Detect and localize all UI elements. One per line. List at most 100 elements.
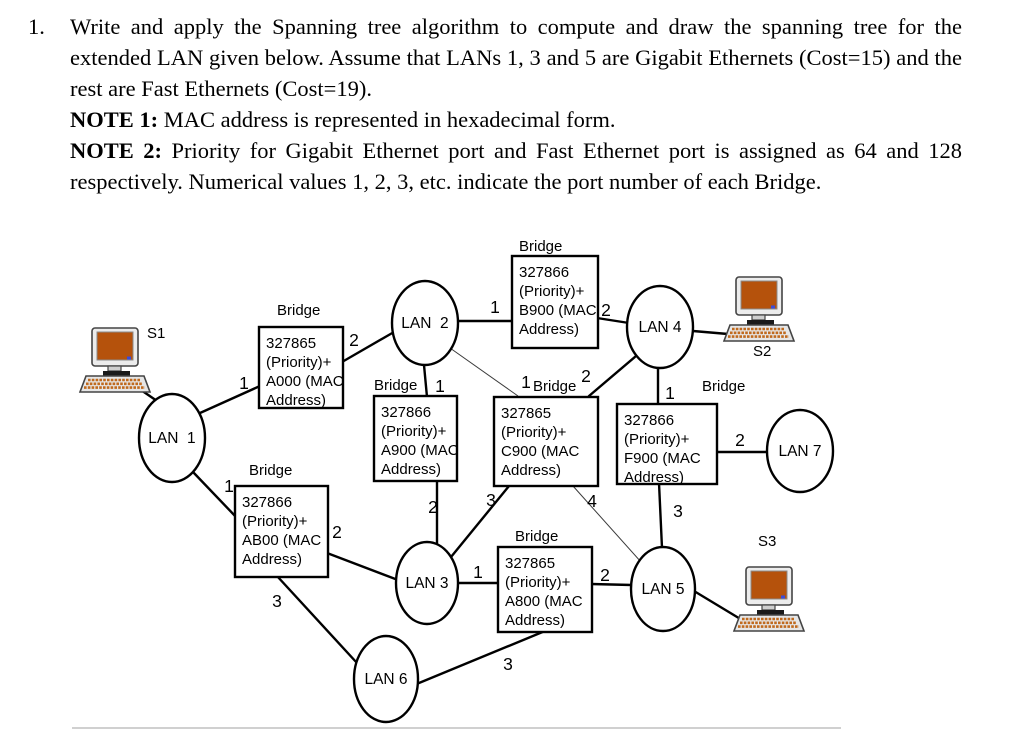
bridge-b900: Bridge 327866 (Priority)+ B900 (MAC Addr… [490,238,611,350]
station-label-s1: S1 [147,325,165,342]
port-label: 2 [332,522,342,542]
bridge-text-line: (Priority)+ [242,513,308,530]
port-label: 1 [224,476,234,496]
lan-ellipse-1 [137,392,207,484]
bridge-text-line: (Priority)+ [501,424,567,441]
lan-label: LAN 4 [638,319,681,336]
bridge-box [233,484,330,579]
lan-ellipse-4 [625,284,695,370]
port-label: 3 [272,591,282,611]
port-label: 2 [600,565,610,585]
bridge-box [372,394,459,483]
question-block: 1. Write and apply the Spanning tree alg… [28,11,962,197]
note-1-label: NOTE 1: [70,107,159,132]
bridge-text-line: A800 (MAC [505,593,583,610]
bridge-caption: Bridge [249,462,292,479]
bridge-f900: Bridge 327866 (Priority)+ F900 (MAC Addr… [615,378,745,521]
bridge-box [257,325,345,410]
computer-icon-s1 [78,326,152,394]
bridge-text-line: Address) [624,469,684,486]
connection-bridgeC900-p2-lan4 [587,354,638,398]
port-label: 1 [473,562,483,582]
connection-lan4-s2 [691,329,730,336]
computer-icon-s2 [722,275,796,343]
note-1: NOTE 1: MAC address is represented in he… [70,104,962,135]
bridge-box [615,402,719,486]
connection-bridgeC900-p4-lan5 [572,485,642,563]
bridge-box [492,395,600,488]
lan-label: LAN 1 [148,430,195,447]
bridge-caption: Bridge [515,528,558,545]
bridge-text-line: 327866 [381,404,431,421]
connection-bridgeC900-p3-lan3 [449,484,511,559]
bridge-text-line: Address) [266,392,326,409]
port-label: 2 [428,497,438,517]
bridge-text-line: Address) [519,321,579,338]
bridge-text-line: Address) [381,461,441,478]
connections [136,316,770,685]
bridge-text-line: B900 (MAC [519,302,597,319]
bridge-text-line: F900 (MAC [624,450,701,467]
bridge-text-line: Address) [242,551,302,568]
port-label: 2 [349,330,359,350]
bridge-text-line: 327866 [242,494,292,511]
note-2-label: NOTE 2: [70,138,163,163]
computer-icon-s3 [732,565,806,633]
port-label: 2 [601,300,611,320]
connection-lan2-bridgeC900-p1 [449,347,519,397]
bridge-text-line: (Priority)+ [266,354,332,371]
bridge-a900: Bridge 327866 (Priority)+ A900 (MAC Addr… [372,376,459,517]
bridge-text-line: A900 (MAC [381,442,459,459]
note-1-text: MAC address is represented in hexadecima… [163,107,616,132]
connection-bridgeA800-p3-lan6 [417,629,547,685]
bridge-text-line: (Priority)+ [505,574,571,591]
question-number: 1. [28,14,45,39]
bridge-caption: Bridge [519,238,562,255]
bridge-text-line: 327866 [624,412,674,429]
lan-ellipse-3 [394,540,460,626]
port-label: 2 [581,366,591,386]
port-label: 1 [490,297,500,317]
bridge-box [496,545,594,634]
port-label: 3 [486,490,496,510]
bridge-caption: Bridge [533,378,576,395]
bridge-text-line: 327866 [519,264,569,281]
bridge-text-line: 327865 [505,555,555,572]
bridge-text-line: (Priority)+ [624,431,690,448]
bridge-text-line: C900 (MAC [501,443,580,460]
bridge-text-line: 327865 [266,335,316,352]
port-label: 1 [665,383,675,403]
port-label: 2 [735,430,745,450]
lan-nodes: LAN 1 LAN 2 LAN 3 LAN 4 LAN 5 LAN 6 LAN … [137,279,835,724]
bridge-text-line: A000 (MAC [266,373,344,390]
connection-bridgeB900-p2-lan4 [595,316,631,325]
bridge-caption: Bridge [277,302,320,319]
bridge-a800: Bridge 327865 (Priority)+ A800 (MAC Addr… [473,528,610,674]
connection-bridgeA800-p2-lan5 [589,582,634,587]
connection-lan1-bridgeA000-p1 [198,384,262,415]
connection-bridgeAB00-p3-lan6 [275,574,359,665]
port-label: 1 [239,373,249,393]
lan-ellipse-7 [765,408,835,494]
bridge-caption: Bridge [374,377,417,394]
lan-ellipse-6 [352,634,420,724]
lan-label: LAN 3 [405,575,448,592]
bridge-text-line: AB00 (MAC [242,532,321,549]
lan-ellipse-2 [390,279,460,367]
bridge-text-line: (Priority)+ [519,283,585,300]
connection-bridgeF900-p3-lan5 [657,481,664,550]
connection-lan1-bridgeAB00-p1 [191,470,239,520]
port-label: 1 [435,376,445,396]
station-label-s3: S3 [758,533,776,550]
station-label-s2: S2 [753,343,771,360]
bridge-text-line: Address) [505,612,565,629]
lan-label: LAN 2 [401,315,448,332]
port-label: 3 [503,654,513,674]
question-body: Write and apply the Spanning tree algori… [70,11,962,197]
bridge-text-line: (Priority)+ [381,423,447,440]
connection-bridgeA000-p2-lan2 [340,330,396,364]
port-label: 4 [587,491,597,511]
question-text: Write and apply the Spanning tree algori… [70,14,962,101]
port-label: 1 [521,372,531,392]
